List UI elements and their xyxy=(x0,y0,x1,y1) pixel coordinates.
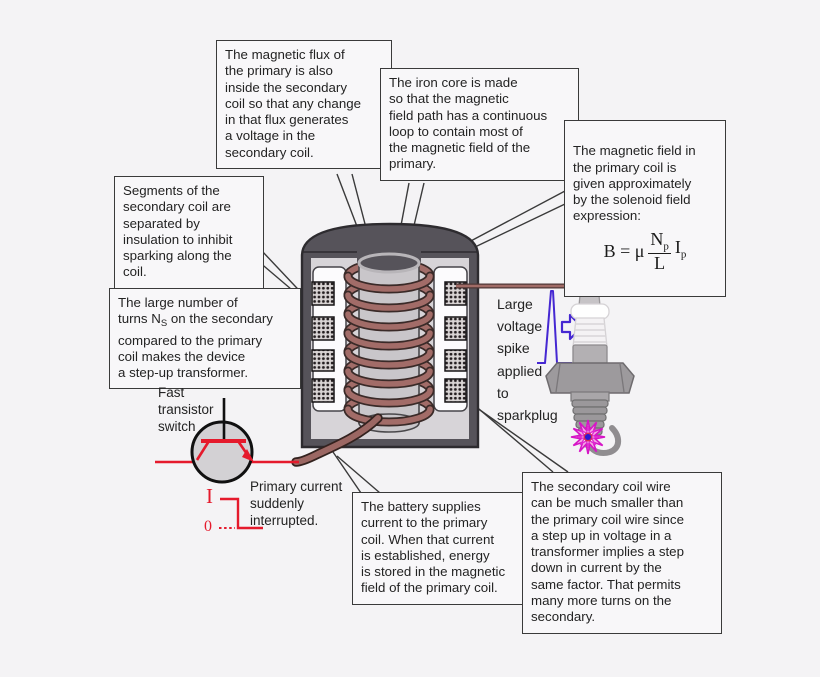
callout-magnetic-flux: The magnetic flux of the primary is also… xyxy=(216,40,392,170)
solenoid-field-formula: B = μ Np L Ip xyxy=(573,228,717,273)
primary-lead-wire xyxy=(291,413,383,467)
label-fast-transistor-switch: Fast transistor switch xyxy=(158,385,214,434)
callout-solenoid-field: The magnetic field in the primary coil i… xyxy=(564,120,726,297)
graph-zero-label: 0 xyxy=(204,518,212,535)
graph-high-label: I xyxy=(206,484,213,508)
transformer-illustration xyxy=(291,222,480,467)
callout-iron-core: The iron core is made so that the magnet… xyxy=(380,68,579,181)
label-primary-current-interrupted: Primary current suddenly interrupted. xyxy=(250,479,343,528)
callout-secondary-wire: The secondary coil wire can be much smal… xyxy=(522,472,722,634)
spark-icon xyxy=(570,419,606,455)
secondary-coil-segments xyxy=(311,281,467,403)
callout-pointer-lines xyxy=(244,173,569,494)
solenoid-field-text: The magnetic field in the primary coil i… xyxy=(573,143,696,224)
formula-fraction: Np L xyxy=(648,228,671,273)
label-voltage-spike: Large voltage spike applied to sparkplug xyxy=(497,296,558,424)
current-step-graph xyxy=(219,497,263,530)
callout-battery: The battery supplies current to the prim… xyxy=(352,492,537,605)
formula-current: Ip xyxy=(674,237,687,261)
formula-lhs: B = μ xyxy=(603,241,645,261)
callout-turns: The large number of turns NS on the seco… xyxy=(109,288,301,390)
callout-segments: Segments of the secondary coil are separ… xyxy=(114,176,264,289)
transistor-symbol xyxy=(190,398,254,484)
